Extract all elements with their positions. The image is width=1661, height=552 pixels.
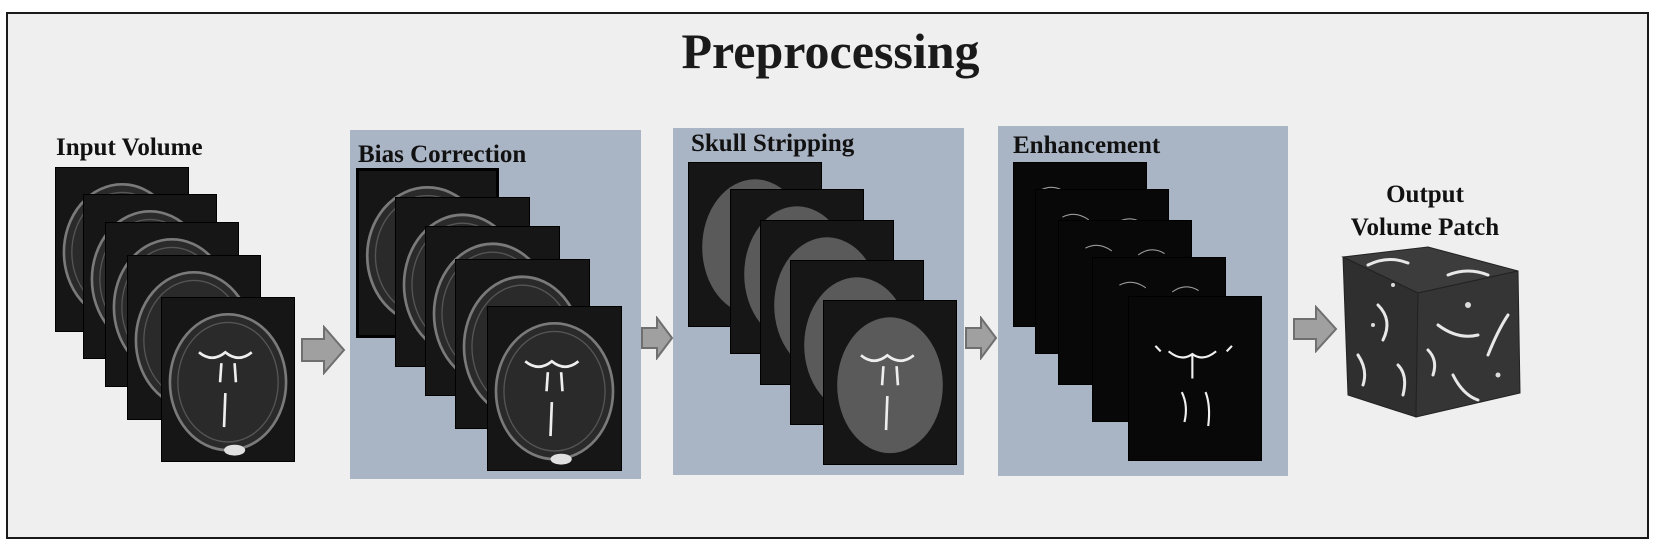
- arrow-icon: [965, 316, 998, 360]
- output-volume-patch-label: Output Volume Patch: [1320, 178, 1530, 244]
- mri-slice: [161, 297, 295, 462]
- mri-slice: [1128, 296, 1262, 461]
- arrow-icon: [641, 316, 674, 360]
- mri-slice: [823, 300, 957, 465]
- diagram-title: Preprocessing: [681, 23, 980, 79]
- arrow-icon: [1293, 305, 1338, 353]
- output-label-line2: Volume Patch: [1350, 214, 1500, 241]
- output-volume-cube: [1341, 246, 1521, 418]
- enhancement-label: Enhancement: [1013, 132, 1161, 159]
- input-volume-label: Input Volume: [56, 134, 203, 161]
- bias-correction-label: Bias Correction: [358, 141, 527, 168]
- arrow-icon: [301, 325, 346, 375]
- mri-slice: [487, 306, 622, 471]
- skull-stripping-label: Skull Stripping: [691, 130, 855, 157]
- output-label-line1: Output: [1386, 181, 1464, 208]
